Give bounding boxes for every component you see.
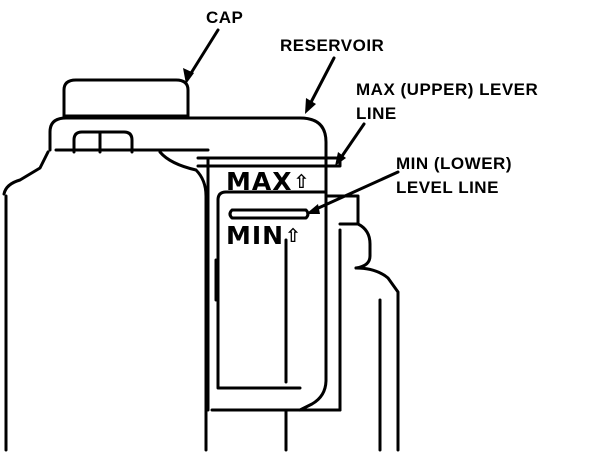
reservoir-illustration <box>48 116 342 412</box>
hex-nut-illustration <box>72 130 134 154</box>
cap-illustration <box>62 78 190 118</box>
min-marking-text: MIN <box>226 221 285 250</box>
cap-leader-arrowhead <box>183 68 194 84</box>
min-level-leader-arrowhead <box>306 204 320 214</box>
max-level-label-line-2: LINE <box>356 104 397 123</box>
max-level-label-line-1: MAX (UPPER) LEVER <box>356 80 539 99</box>
reservoir-leader-line <box>306 56 336 110</box>
min-level-label: MIN (LOWER) LEVEL LINE <box>396 152 512 200</box>
reservoir-label-line: RESERVOIR <box>280 36 385 55</box>
max-marking-text: MAX <box>226 167 293 196</box>
up-arrow-icon: ⇧ <box>285 225 303 247</box>
cap-label-line: CAP <box>206 8 244 27</box>
mounting-bracket-illustration <box>210 194 400 452</box>
reservoir-leader-arrowhead <box>305 98 316 114</box>
min-level-leader-line <box>312 170 400 212</box>
cylinder-body-illustration <box>2 150 208 452</box>
cap-leader-line <box>186 28 220 80</box>
max-level-label: MAX (UPPER) LEVER LINE <box>356 78 538 126</box>
reservoir-label: RESERVOIR <box>280 34 384 58</box>
min-marking: MIN⇧ <box>226 222 302 250</box>
leader-lines <box>186 28 400 212</box>
min-level-label-line-2: LEVEL LINE <box>396 178 499 197</box>
cap-label: CAP <box>206 6 243 30</box>
max-marking: MAX⇧ <box>226 168 310 196</box>
up-arrow-icon: ⇧ <box>293 171 311 193</box>
max-level-leader-arrowhead <box>335 152 346 166</box>
min-level-label-line-1: MIN (LOWER) <box>396 154 512 173</box>
